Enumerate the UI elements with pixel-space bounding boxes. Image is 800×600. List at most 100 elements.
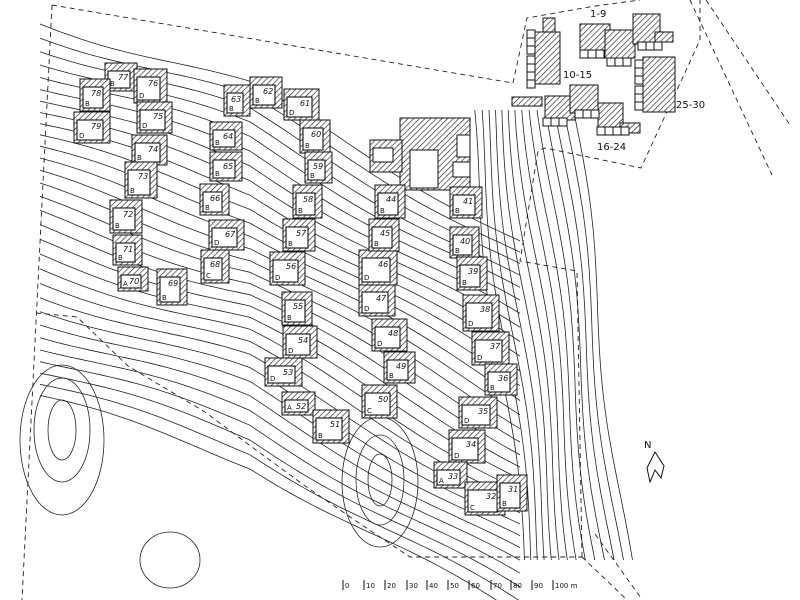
unit-type: D — [275, 274, 280, 282]
contour-line — [501, 109, 552, 561]
contour-line — [514, 109, 568, 561]
cluster-house — [653, 41, 663, 51]
unit-house — [112, 207, 136, 231]
unit-type: B — [502, 500, 507, 508]
contour-loop — [355, 434, 405, 526]
unit-type: B — [318, 432, 323, 440]
housing-unit: 72B — [109, 199, 143, 234]
unit-number: 55 — [293, 302, 303, 311]
housing-unit: 38D — [462, 294, 500, 332]
unit-number: 53 — [283, 368, 293, 377]
housing-unit: 36B — [484, 363, 518, 396]
unit-number: 33 — [448, 472, 458, 481]
contour-line — [528, 109, 586, 561]
unit-type: B — [162, 294, 167, 302]
central-building — [369, 117, 471, 191]
contour-line — [39, 268, 521, 491]
contour-line — [39, 100, 521, 314]
unit-house — [386, 359, 409, 381]
scale-label: 60 — [471, 582, 480, 590]
contour-line — [545, 109, 605, 561]
contour-line — [39, 372, 521, 588]
unit-type: B — [229, 105, 234, 113]
unit-number: 46 — [378, 260, 388, 269]
housing-unit: 54D — [282, 325, 318, 359]
unit-number: 32 — [486, 492, 496, 501]
unit-house — [120, 274, 142, 289]
housing-unit: 79D — [73, 111, 111, 144]
unit-number: 40 — [460, 237, 470, 246]
contour-line — [39, 145, 521, 372]
unit-type: D — [79, 132, 84, 140]
housing-unit: 59B — [304, 151, 333, 184]
unit-number: 61 — [300, 99, 310, 108]
cluster-house — [634, 67, 644, 77]
unit-house — [82, 86, 104, 109]
contour-line — [39, 112, 521, 328]
unit-type: A — [439, 477, 444, 485]
cluster-house — [542, 117, 552, 127]
unit-number: 75 — [153, 112, 163, 121]
cluster-16-24 — [511, 84, 641, 136]
unit-house — [452, 234, 473, 256]
unit-type: C — [470, 504, 475, 512]
unit-type: B — [115, 222, 120, 230]
housing-unit: 75D — [136, 101, 173, 134]
unit-house — [451, 437, 479, 461]
cluster-house — [634, 85, 644, 95]
housing-unit: 60B — [299, 119, 331, 154]
unit-house — [272, 259, 299, 283]
contour-line — [39, 361, 521, 574]
cluster-house — [637, 41, 647, 51]
housing-unit: 73B — [124, 161, 158, 199]
unit-house — [139, 109, 166, 131]
cluster-house — [526, 29, 536, 39]
contour-line — [573, 109, 633, 561]
contour-line — [554, 109, 615, 561]
unit-type: D — [214, 239, 219, 247]
cluster-house — [574, 109, 584, 119]
unit-number: 74 — [148, 145, 158, 154]
unit-type: D — [142, 122, 147, 130]
unit-type: B — [205, 204, 210, 212]
unit-house — [127, 169, 151, 196]
housing-unit: 55B — [281, 291, 313, 326]
unit-house — [377, 192, 399, 216]
unit-number: 44 — [386, 195, 396, 204]
unit-type: B — [455, 247, 460, 255]
unit-number: 31 — [508, 485, 518, 494]
cluster-label: 1-9 — [590, 9, 606, 20]
north-arrow-icon — [646, 450, 665, 484]
unit-house — [361, 257, 391, 283]
unit-house — [295, 192, 316, 216]
contour-loop — [47, 399, 77, 461]
cluster-house — [526, 37, 536, 47]
housing-unit: 67D — [208, 219, 245, 251]
unit-number: 63 — [231, 95, 241, 104]
housing-unit: 61D — [283, 88, 320, 121]
unit-number: 65 — [223, 162, 233, 171]
cluster-block — [632, 13, 661, 45]
housing-unit: 71B — [112, 234, 143, 266]
housing-unit: 40B — [449, 226, 480, 259]
unit-type: B — [288, 240, 293, 248]
cluster-block — [597, 102, 624, 129]
unit-type: A — [123, 280, 128, 288]
housing-unit: 53D — [264, 357, 303, 387]
housing-unit: 35D — [458, 396, 498, 429]
cluster-block — [654, 31, 674, 43]
unit-house — [226, 92, 244, 114]
housing-unit: 33A — [433, 461, 468, 489]
unit-type: B — [130, 187, 135, 195]
cluster-label: 25-30 — [676, 100, 705, 111]
unit-type: D — [289, 109, 294, 117]
housing-unit: 34D — [448, 429, 486, 464]
unit-number: 73 — [138, 172, 148, 181]
unit-type: D — [139, 92, 144, 100]
scale-label: 0 — [345, 582, 349, 590]
contour-line — [39, 123, 521, 342]
unit-house — [286, 96, 313, 118]
unit-type: D — [454, 452, 459, 460]
